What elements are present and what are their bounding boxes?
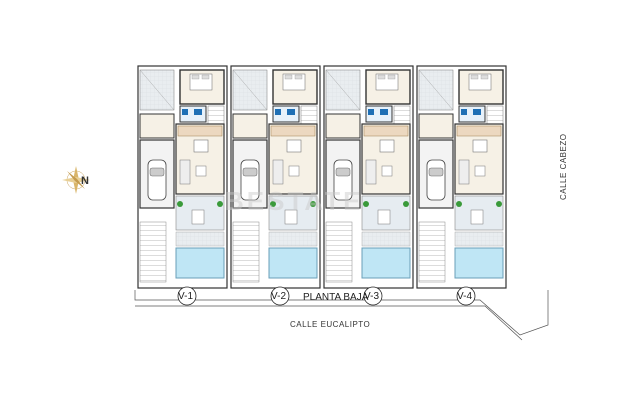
shrub-icon (496, 201, 502, 207)
shrub-icon (270, 201, 276, 207)
entrance-steps (232, 221, 260, 283)
pool-deck (175, 231, 225, 247)
pool-deck (454, 231, 504, 247)
villa-tag-label: V-4 (457, 291, 472, 302)
floor-label: PLANTA BAJA (303, 292, 369, 303)
villa-tag-circle (363, 286, 383, 306)
pillow-icon (201, 74, 210, 80)
sink-icon (287, 109, 295, 115)
sink-icon (473, 109, 481, 115)
villa-tag-circle (270, 286, 290, 306)
outdoor-table (470, 209, 484, 225)
kitchen-counter (456, 125, 502, 137)
toilet-icon (182, 109, 188, 115)
villa-unit: V-4 (416, 65, 507, 306)
villa-tag-circle (456, 286, 476, 306)
car-icon (426, 159, 446, 201)
site-boundary (134, 290, 549, 341)
swimming-pool (454, 247, 504, 279)
front-terrace (268, 195, 318, 231)
toilet-icon (368, 109, 374, 115)
kitchen-counter (177, 125, 223, 137)
laundry-room (418, 113, 454, 139)
villa-tag-label: V-1 (178, 291, 193, 302)
dining-table (379, 139, 395, 153)
kitchen-counter (363, 125, 409, 137)
patio-diagonal (418, 69, 454, 111)
villa-tag-label: V-3 (364, 291, 379, 302)
sofa-icon (365, 159, 377, 185)
pillow-icon (480, 74, 489, 80)
car-window-icon (242, 167, 258, 177)
coffee-table-icon (288, 165, 300, 177)
car-window-icon (428, 167, 444, 177)
pillow-icon (387, 74, 396, 80)
laundry-room (139, 113, 175, 139)
sink-icon (380, 109, 388, 115)
street-label-cabezo: CALLE CABEZO (559, 134, 568, 200)
car-window-icon (335, 167, 351, 177)
villa-unit: V-1 (137, 65, 228, 306)
coffee-table-icon (195, 165, 207, 177)
compass-rose-icon (62, 166, 90, 194)
shrub-icon (310, 201, 316, 207)
pillow-icon (470, 74, 479, 80)
watermark: BESTATE (225, 186, 363, 216)
pool-deck (361, 231, 411, 247)
shrub-icon (177, 201, 183, 207)
laundry-room (325, 113, 361, 139)
sink-icon (194, 109, 202, 115)
north-compass: N (62, 166, 90, 194)
pool-deck (268, 231, 318, 247)
swimming-pool (361, 247, 411, 279)
shrub-icon (456, 201, 462, 207)
swimming-pool (175, 247, 225, 279)
coffee-table-icon (474, 165, 486, 177)
entrance-steps (418, 221, 446, 283)
patio-diagonal (139, 69, 175, 111)
laundry-room (232, 113, 268, 139)
compass-letter: N (81, 175, 89, 187)
pillow-icon (191, 74, 200, 80)
outdoor-table (284, 209, 298, 225)
shrub-icon (403, 201, 409, 207)
outdoor-table (377, 209, 391, 225)
coffee-table-icon (381, 165, 393, 177)
dining-table (193, 139, 209, 153)
swimming-pool (268, 247, 318, 279)
sofa-icon (272, 159, 284, 185)
sofa-icon (458, 159, 470, 185)
toilet-icon (275, 109, 281, 115)
car-icon (147, 159, 167, 201)
villas-layer: V-1 V-2 V-3 V-4 (137, 65, 507, 306)
villa-unit: V-2 (230, 65, 321, 306)
pillow-icon (284, 74, 293, 80)
villa-tag-label: V-2 (271, 291, 286, 302)
pillow-icon (377, 74, 386, 80)
villa-unit: V-3 (323, 65, 414, 306)
dining-table (286, 139, 302, 153)
shrub-icon (363, 201, 369, 207)
patio-diagonal (325, 69, 361, 111)
street-label-eucalipto: CALLE EUCALIPTO (290, 320, 370, 329)
villa-tag-circle (177, 286, 197, 306)
sofa-icon (179, 159, 191, 185)
entrance-steps (325, 221, 353, 283)
dining-table (472, 139, 488, 153)
shrub-icon (217, 201, 223, 207)
entrance-steps (139, 221, 167, 283)
outdoor-table (191, 209, 205, 225)
kitchen-counter (270, 125, 316, 137)
patio-diagonal (232, 69, 268, 111)
car-window-icon (149, 167, 165, 177)
toilet-icon (461, 109, 467, 115)
pillow-icon (294, 74, 303, 80)
